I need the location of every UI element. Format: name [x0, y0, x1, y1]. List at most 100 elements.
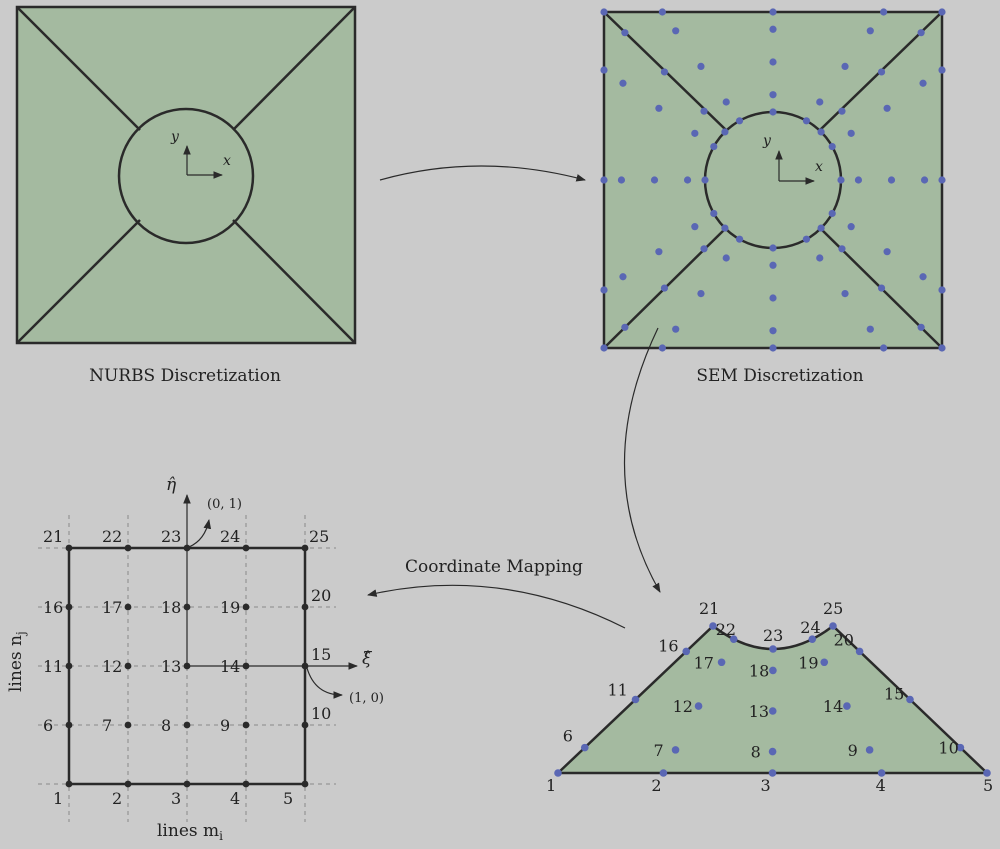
sem-node	[769, 261, 777, 269]
reference-node	[183, 544, 191, 552]
sem-node	[880, 344, 888, 352]
reference-node	[183, 721, 191, 729]
element-node-label: 20	[834, 630, 854, 649]
element-node	[554, 769, 562, 777]
sem-caption: SEM Discretization	[696, 366, 863, 386]
element-node	[769, 666, 777, 675]
element-node	[865, 746, 874, 754]
sem-node	[816, 254, 824, 262]
reference-node	[242, 780, 250, 788]
sem-node	[919, 79, 927, 87]
reference-node	[183, 603, 191, 611]
element-node-label: 9	[848, 741, 858, 760]
lines-m-label: lines mi	[157, 821, 223, 843]
sem-node	[658, 8, 666, 16]
reference-node	[124, 780, 132, 788]
element-node-label: 21	[699, 599, 719, 618]
reference-node	[65, 603, 73, 611]
sem-node	[600, 8, 608, 16]
reference-node	[301, 780, 309, 788]
sem-node	[919, 273, 927, 281]
reference-node	[242, 721, 250, 729]
sem-node	[883, 248, 891, 256]
nurbs-y-label: y	[170, 129, 180, 145]
sem-node	[619, 79, 627, 87]
element-shape	[558, 626, 987, 773]
reference-node	[124, 721, 132, 729]
reference-node-label: 11	[43, 657, 63, 676]
sem-node	[917, 29, 925, 37]
element-node-label: 18	[749, 661, 769, 680]
sem-node	[700, 245, 708, 253]
sem-node	[938, 344, 946, 352]
sem-node	[841, 62, 849, 70]
sem-node	[838, 107, 846, 115]
sem-node	[769, 91, 777, 99]
element-node-label: 2	[651, 776, 661, 795]
sem-node	[697, 290, 705, 298]
reference-node-label: 23	[161, 527, 181, 546]
element-node	[843, 702, 851, 710]
reference-node-label: 4	[230, 789, 240, 808]
sem-node	[600, 286, 608, 294]
arrow-coordinate-mapping	[367, 584, 626, 629]
element-node	[768, 707, 777, 715]
sem-node	[683, 176, 692, 184]
sem-node	[691, 223, 699, 231]
sem-node	[816, 98, 824, 106]
sem-node	[701, 176, 709, 184]
element-node-label: 7	[654, 741, 664, 760]
element-node	[717, 658, 726, 667]
reference-nodes	[65, 544, 309, 788]
sem-node	[697, 62, 705, 70]
element-node	[820, 658, 829, 667]
sem-node	[735, 117, 744, 125]
element-node	[956, 743, 965, 752]
sem-node	[769, 58, 777, 66]
sem-node	[769, 344, 777, 352]
nurbs-panel: x y NURBS Discretization	[15, 5, 357, 386]
sem-node	[721, 128, 729, 136]
element-node-label: 10	[938, 739, 958, 758]
sem-node	[769, 294, 777, 302]
reference-node	[301, 721, 309, 729]
eta-end-label: (0, 1)	[207, 497, 242, 512]
sem-node	[883, 104, 891, 112]
element-node	[694, 702, 703, 710]
reference-node	[242, 544, 250, 552]
sem-node	[938, 66, 946, 74]
sem-node	[655, 104, 663, 112]
element-node-label: 3	[761, 776, 771, 795]
sem-node	[938, 286, 946, 294]
element-node-label: 23	[763, 626, 783, 645]
reference-node-label: 7	[102, 716, 112, 735]
reference-node-label: 18	[161, 598, 181, 617]
sem-node	[841, 290, 849, 298]
reference-node-label: 2	[112, 789, 122, 808]
element-node-label: 1	[546, 776, 556, 795]
sem-node	[721, 224, 729, 232]
sem-node	[887, 176, 896, 184]
sem-node	[866, 27, 874, 35]
xi-end-label: (1, 0)	[349, 691, 384, 706]
sem-node	[650, 176, 659, 184]
sem-panel: x y SEM Discretization	[600, 8, 946, 386]
sem-node	[619, 273, 627, 281]
sem-x-label: x	[815, 159, 823, 175]
element-nodes	[554, 622, 991, 777]
reference-node	[183, 662, 191, 670]
element-node-label: 8	[751, 743, 761, 762]
sem-node	[600, 66, 608, 74]
nurbs-diagonal	[16, 219, 141, 344]
reference-node-label: 15	[311, 645, 331, 664]
sem-node	[660, 68, 669, 76]
sem-node	[658, 344, 666, 352]
reference-node	[301, 603, 309, 611]
sem-node	[722, 98, 730, 106]
arrow-to-sem	[379, 165, 586, 182]
element-node-label: 4	[876, 776, 886, 795]
element-node-label: 11	[608, 681, 628, 700]
reference-node-label: 9	[220, 716, 230, 735]
sem-node	[672, 325, 680, 333]
